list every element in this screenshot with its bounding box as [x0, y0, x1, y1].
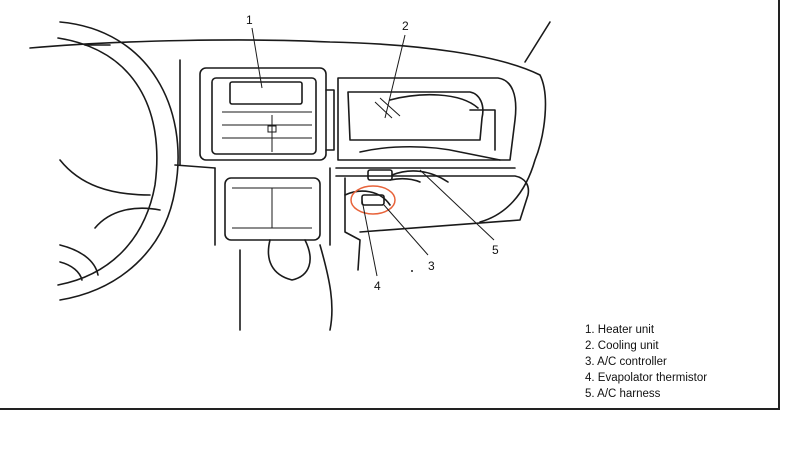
steering-wheel [57, 21, 179, 301]
parts-legend: 1. Heater unit 2. Cooling unit 3. A/C co… [585, 322, 707, 402]
center-console [214, 167, 333, 331]
legend-item-ac-controller: 3. A/C controller [585, 356, 667, 368]
highlight-circle [350, 185, 396, 215]
diagram-frame [0, 0, 780, 410]
ink-dot [411, 270, 413, 272]
glove-box [335, 167, 530, 271]
callout-5: 5 [492, 243, 499, 257]
leader-lines [251, 27, 495, 277]
legend-item-ac-harness: 5. A/C harness [585, 388, 661, 400]
dashboard-outline [29, 21, 551, 223]
legend-item-evaporator-thermistor: 4. Evapolator thermistor [585, 372, 708, 384]
heater-unit [199, 67, 335, 161]
callout-4: 4 [374, 279, 381, 293]
callout-3: 3 [428, 259, 435, 273]
cooling-unit [337, 77, 517, 161]
legend-item-heater-unit: 1. Heater unit [585, 324, 655, 336]
callout-2: 2 [402, 19, 409, 33]
callout-1: 1 [246, 13, 253, 27]
legend-item-cooling-unit: 2. Cooling unit [585, 340, 659, 352]
